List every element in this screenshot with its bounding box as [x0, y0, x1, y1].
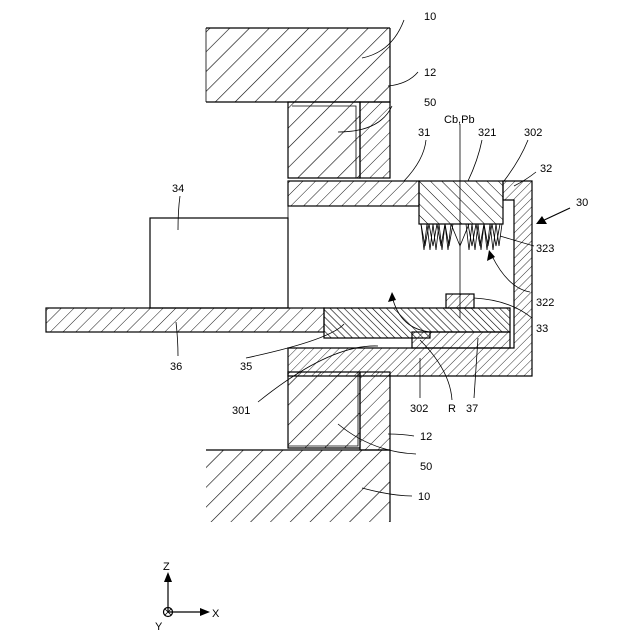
label-301: 301 — [232, 405, 250, 417]
label-12-top: 12 — [424, 67, 436, 79]
spacer-50-bottom — [288, 372, 360, 448]
label-37: 37 — [466, 403, 478, 415]
label-302-bottom: 302 — [410, 403, 428, 415]
label-322: 322 — [536, 297, 554, 309]
label-321: 321 — [478, 127, 496, 139]
frame-10-top — [206, 28, 390, 102]
label-31: 31 — [418, 127, 430, 139]
frame-10-bottom — [206, 450, 390, 522]
label-50-top: 50 — [424, 97, 436, 109]
label-cb-pb: Cb,Pb — [444, 114, 475, 126]
block-321 — [419, 181, 503, 224]
label-302-top: 302 — [524, 127, 542, 139]
label-34: 34 — [172, 183, 184, 195]
box-34 — [150, 218, 288, 308]
label-10-bottom: 10 — [418, 491, 430, 503]
label-12-bottom: 12 — [420, 431, 432, 443]
label-33: 33 — [536, 323, 548, 335]
label-323: 323 — [536, 243, 554, 255]
arrow-30 — [536, 208, 570, 224]
spacer-50-top — [288, 102, 360, 178]
axis-indicator: Z X Y — [155, 561, 220, 633]
rod-36 — [46, 308, 324, 332]
axis-label-z: Z — [163, 561, 170, 573]
label-32: 32 — [540, 163, 552, 175]
part-33 — [446, 294, 474, 308]
label-10-top: 10 — [424, 11, 436, 23]
label-35: 35 — [240, 361, 252, 373]
coils-322-323 — [421, 224, 502, 250]
label-50-bottom: 50 — [420, 461, 432, 473]
label-30: 30 — [576, 197, 588, 209]
label-36: 36 — [170, 361, 182, 373]
plate-12-bottom — [360, 372, 390, 450]
axis-label-x: X — [212, 608, 220, 620]
part-37 — [412, 332, 510, 348]
label-r: R — [448, 403, 456, 415]
upper-wall-31 — [288, 181, 419, 206]
plate-12-top — [360, 102, 390, 178]
axis-label-y: Y — [155, 621, 163, 633]
